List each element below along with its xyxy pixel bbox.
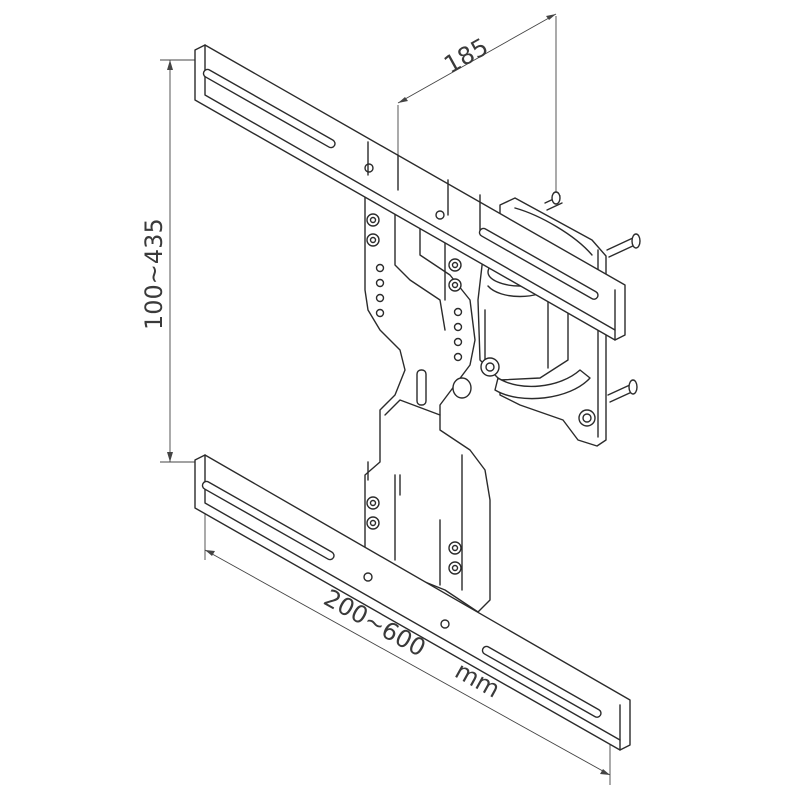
pivot-lower-arm xyxy=(494,369,591,400)
pivot-nut xyxy=(480,357,500,377)
depth-arrow-left xyxy=(398,97,408,103)
vertical-range-label: 100~435 xyxy=(140,218,168,330)
bracket-large-hole xyxy=(452,377,472,399)
bracket-uprights xyxy=(367,141,481,496)
wall-plate-screw xyxy=(578,409,596,427)
top-rail-hole-right xyxy=(435,210,445,220)
wall-bolt-3 xyxy=(607,383,633,396)
vertical-arrow-bottom xyxy=(167,452,173,462)
top-rail xyxy=(194,44,626,341)
adjustment-holes-left xyxy=(375,263,385,318)
bottom-rail-slot-right xyxy=(481,645,602,718)
bottom-rail-hole-left xyxy=(363,572,373,582)
depth-dimension-line xyxy=(397,13,557,104)
center-bracket xyxy=(364,179,491,613)
vertical-range-dimension: 100~435 xyxy=(140,59,200,463)
top-rail-slot-left xyxy=(202,68,336,149)
depth-arrow-right xyxy=(546,14,556,20)
horizontal-dimension-line xyxy=(204,549,611,776)
top-rail-hole-left xyxy=(364,163,374,173)
upper-bracket-screws xyxy=(366,213,462,292)
depth-label: 185 xyxy=(439,33,493,80)
lower-bracket-screws xyxy=(366,496,462,575)
horizontal-arrow-left xyxy=(205,550,215,556)
horizontal-arrow-right xyxy=(600,769,610,775)
bottom-rail-hole-right xyxy=(440,619,450,629)
bottom-rail-slot-left xyxy=(201,480,335,561)
bottom-rail xyxy=(194,454,631,751)
wall-bolt-2 xyxy=(606,236,636,251)
bracket-slot xyxy=(416,369,427,406)
adjustment-holes-right xyxy=(453,307,463,362)
vertical-arrow-top xyxy=(167,60,173,70)
